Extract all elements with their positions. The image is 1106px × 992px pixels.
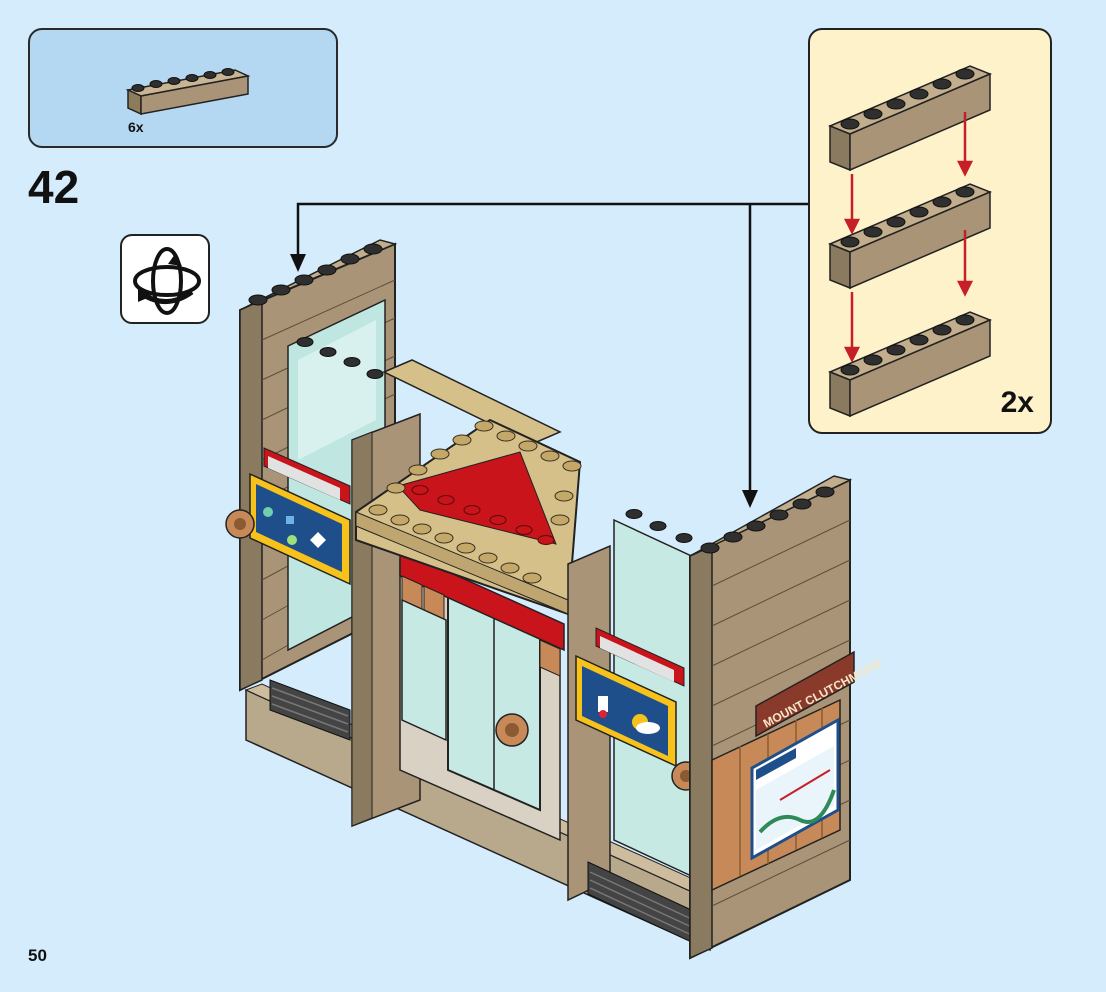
- parts-quantity: 6x: [128, 119, 144, 135]
- brick-1x6-icon: [125, 68, 251, 116]
- submodel-callout: 2x: [808, 28, 1052, 434]
- parts-callout: 6x: [28, 28, 338, 148]
- submodel-diagram: [828, 65, 992, 418]
- rotate-model-icon: [133, 247, 201, 315]
- callout-arrows: [296, 202, 808, 494]
- screen-panel-icon: [575, 654, 677, 768]
- submodel-quantity: 2x: [1000, 386, 1034, 419]
- rotate-model-indicator: [120, 234, 210, 324]
- page-number: 50: [28, 946, 47, 965]
- brick-1x6-icon: [828, 65, 992, 172]
- brick-1x6-icon: [828, 311, 992, 418]
- map-panel-icon: [750, 717, 840, 861]
- brick-1x6-icon: [828, 183, 992, 290]
- assembly-arrows: [843, 112, 974, 363]
- screen-panel-icon: [249, 472, 351, 586]
- step-number: 42: [28, 161, 80, 213]
